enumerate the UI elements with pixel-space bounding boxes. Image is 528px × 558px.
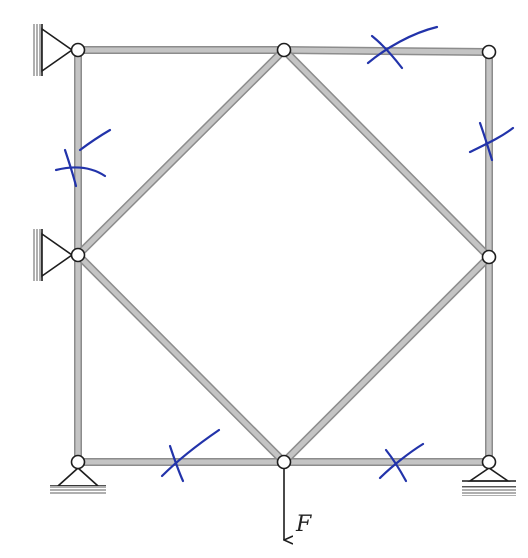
member-diamond-lower-right bbox=[280, 253, 493, 466]
load-label: F bbox=[295, 512, 312, 537]
node-bottom-middle bbox=[276, 454, 292, 470]
cross-mark-icon bbox=[160, 428, 221, 483]
roller-support-icon bbox=[467, 467, 511, 482]
cross-mark-icon bbox=[366, 25, 439, 70]
support-ground-pin-left bbox=[50, 466, 106, 495]
pin-support-icon bbox=[41, 232, 74, 278]
support-wall-pin-top bbox=[32, 24, 74, 76]
support-ground-roller-right bbox=[462, 467, 516, 496]
member-diamond-lower-left bbox=[74, 251, 288, 466]
ground-hatch-icon bbox=[462, 487, 516, 496]
node-right-middle bbox=[481, 249, 497, 265]
node-top-right bbox=[481, 44, 497, 60]
cross-mark-icon bbox=[54, 128, 112, 188]
member-diamond-upper-left bbox=[74, 46, 288, 259]
support-wall-pin-middle bbox=[32, 229, 74, 281]
ground-hatch-icon bbox=[50, 486, 106, 495]
node-top-left bbox=[70, 42, 86, 58]
wall-hatch-icon bbox=[32, 229, 42, 281]
pin-support-icon bbox=[41, 27, 74, 73]
node-bottom-left bbox=[70, 454, 86, 470]
member-diamond-upper-right bbox=[280, 46, 493, 261]
node-top-middle bbox=[276, 42, 292, 58]
node-left-middle bbox=[70, 247, 86, 263]
node-bottom-right bbox=[481, 454, 497, 470]
cross-mark-icon bbox=[468, 121, 515, 162]
cross-mark-icon bbox=[378, 442, 425, 483]
pin-support-icon bbox=[55, 466, 101, 487]
wall-hatch-icon bbox=[32, 24, 42, 76]
zero-force-marks bbox=[54, 25, 515, 483]
truss-nodes bbox=[70, 42, 497, 470]
truss-members bbox=[74, 46, 493, 466]
